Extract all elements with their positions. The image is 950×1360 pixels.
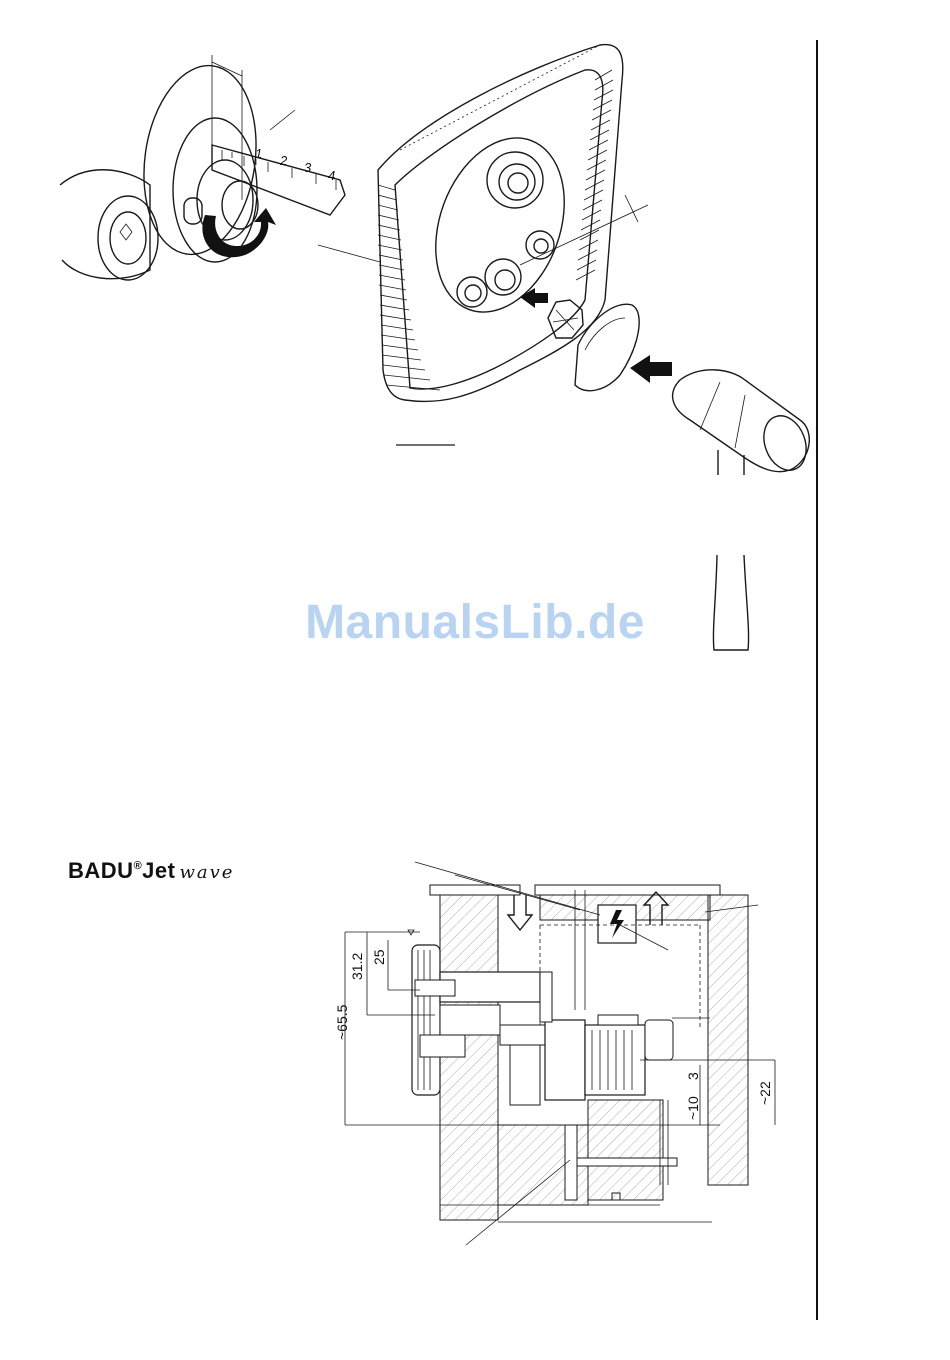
- flow-down-arrow-icon: [508, 895, 532, 930]
- ruler-tick-4: 4: [328, 168, 335, 183]
- dimension-3: 3: [685, 1072, 701, 1080]
- dimension-31-2: 31.2: [349, 953, 365, 980]
- push-arrow-icon: [520, 288, 548, 308]
- watermark: ManualsLib.de: [0, 595, 950, 650]
- dimension-10: ~10: [685, 1096, 701, 1120]
- jet-panel: [318, 45, 648, 445]
- flow-arrow-icon: [630, 355, 672, 383]
- cover-cap: [575, 304, 639, 390]
- brand-product: Jet: [142, 858, 175, 883]
- dimension-25: 25: [371, 949, 387, 965]
- ruler-tick-3: 3: [304, 160, 312, 175]
- pump-motor: [540, 972, 673, 1100]
- control-knob: [548, 300, 583, 338]
- measuring-ruler: 1 2 3 4: [212, 145, 345, 215]
- brand-variant: wave: [179, 862, 234, 883]
- ruler-tick-2: 2: [279, 153, 288, 168]
- dimension-22: ~22: [757, 1081, 773, 1105]
- dimension-65-5: ~65.5: [334, 1004, 350, 1040]
- brand-name: BADU: [68, 858, 134, 883]
- nozzle-ruler-detail: 1 2 3 4: [60, 55, 345, 280]
- ruler-tick-1: 1: [255, 146, 262, 161]
- brand-registered-mark: ®: [134, 860, 143, 872]
- panel-grille: [378, 45, 613, 390]
- installation-cross-section: ~65.5 31.2 25 3 ~10 ~22: [334, 862, 775, 1245]
- electrical-box-icon: [598, 905, 636, 943]
